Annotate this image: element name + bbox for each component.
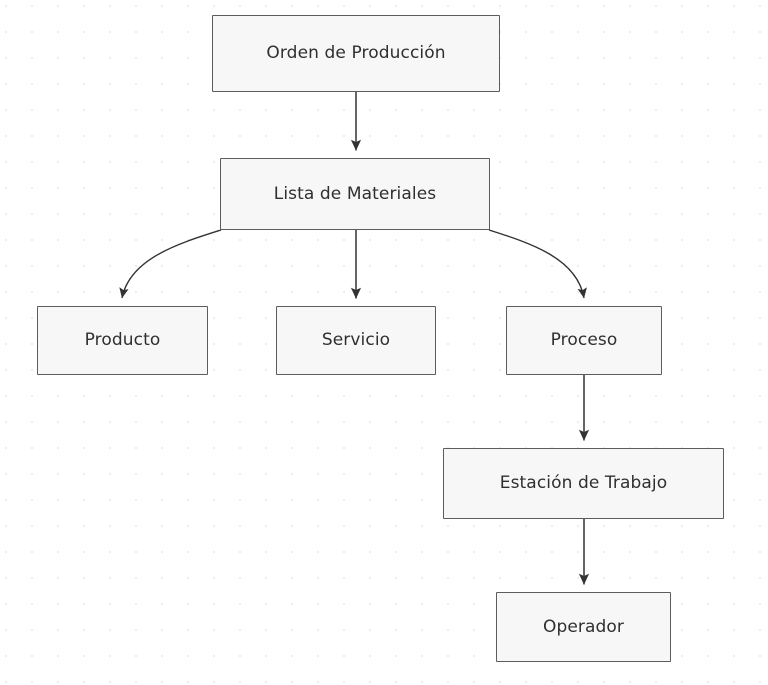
edge-lista-to-producto: [119, 229, 222, 299]
node-producto[interactable]: Producto: [37, 306, 208, 375]
node-label: Lista de Materiales: [273, 183, 437, 204]
node-label: Estación de Trabajo: [499, 473, 668, 494]
node-label: Proceso: [550, 330, 618, 351]
edge-lista-to-proceso: [488, 229, 587, 299]
node-estacion-de-trabajo[interactable]: Estación de Trabajo: [443, 448, 724, 519]
node-label: Operador: [542, 616, 625, 637]
node-operador[interactable]: Operador: [496, 592, 671, 662]
node-proceso[interactable]: Proceso: [506, 306, 662, 375]
node-label: Producto: [84, 330, 161, 351]
node-servicio[interactable]: Servicio: [276, 306, 436, 375]
node-label: Servicio: [321, 330, 391, 351]
node-label: Orden de Producción: [266, 43, 446, 64]
node-orden-de-produccion[interactable]: Orden de Producción: [212, 15, 500, 92]
node-lista-de-materiales[interactable]: Lista de Materiales: [220, 158, 490, 230]
